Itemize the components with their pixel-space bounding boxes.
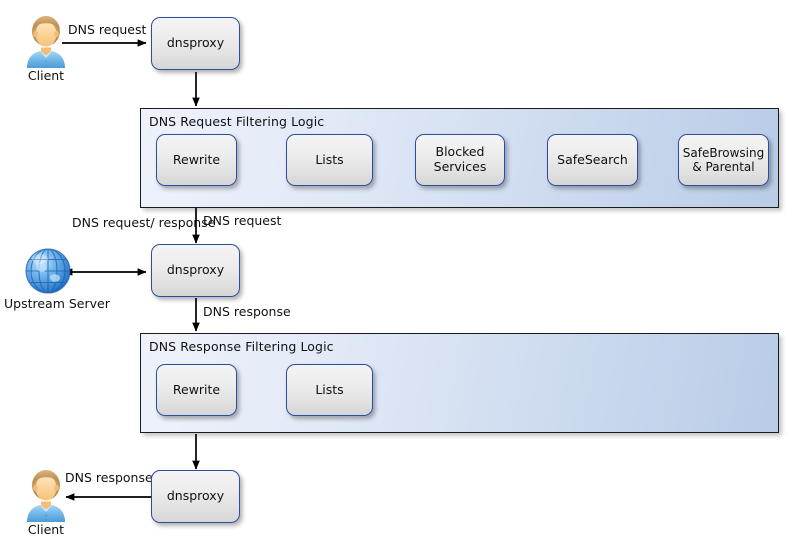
upstream-exchange-line-3: response bbox=[158, 215, 216, 230]
stage-blocked-services[interactable]: Blocked Services bbox=[415, 134, 505, 186]
stage-lists-request[interactable]: Lists bbox=[286, 134, 373, 186]
upstream-exchange-line-2: request/ bbox=[102, 215, 155, 230]
edge-label-proxy-to-request-group: DNS request bbox=[203, 213, 282, 228]
dnsproxy-middle-label: dnsproxy bbox=[166, 262, 225, 278]
dns-request-filtering-title: DNS Request Filtering Logic bbox=[149, 114, 325, 129]
stage-safebrowsing-label-2: & Parental bbox=[692, 160, 755, 174]
stage-lists-request-label: Lists bbox=[315, 151, 344, 167]
edge-label-upstream-exchange: DNS request/ response bbox=[72, 215, 215, 231]
client-bottom-label-text: Client bbox=[27, 522, 65, 537]
stage-safebrowsing-parental[interactable]: SafeBrowsing & Parental bbox=[678, 134, 769, 186]
client-top-label-text: Client bbox=[27, 68, 65, 83]
dnsproxy-top-label: dnsproxy bbox=[166, 35, 225, 51]
edge-label-client-to-proxy: DNS request bbox=[68, 22, 147, 37]
stage-lists-response[interactable]: Lists bbox=[286, 364, 373, 416]
stage-safesearch-label: SafeSearch bbox=[557, 151, 628, 167]
client-top-label: Client bbox=[6, 68, 86, 84]
dnsproxy-top[interactable]: dnsproxy bbox=[151, 17, 240, 70]
client-bottom-avatar bbox=[20, 468, 72, 522]
upstream-server-globe bbox=[22, 245, 74, 297]
edge-label-proxy-to-response-group: DNS response bbox=[203, 304, 291, 319]
edge-label-proxy-to-client: DNS response bbox=[65, 470, 153, 485]
dnsproxy-bottom[interactable]: dnsproxy bbox=[151, 470, 240, 523]
dns-response-filtering-group: DNS Response Filtering Logic bbox=[140, 333, 779, 433]
client-bottom-label: Client bbox=[6, 522, 86, 538]
upstream-server-label: Upstream Server bbox=[4, 296, 110, 312]
dnsproxy-middle[interactable]: dnsproxy bbox=[151, 244, 240, 297]
globe-icon bbox=[25, 248, 71, 294]
user-avatar-icon bbox=[27, 16, 65, 68]
stage-rewrite-request-label: Rewrite bbox=[172, 151, 221, 167]
stage-safesearch[interactable]: SafeSearch bbox=[547, 134, 638, 186]
stage-lists-response-label: Lists bbox=[315, 381, 344, 397]
dnsproxy-bottom-label: dnsproxy bbox=[166, 488, 225, 504]
stage-rewrite-response[interactable]: Rewrite bbox=[156, 364, 237, 416]
upstream-exchange-line-1: DNS bbox=[72, 215, 99, 230]
stage-rewrite-request[interactable]: Rewrite bbox=[156, 134, 237, 186]
dns-response-filtering-title: DNS Response Filtering Logic bbox=[149, 339, 334, 354]
upstream-server-label-1: Upstream bbox=[4, 296, 65, 311]
upstream-server-label-2: Server bbox=[68, 296, 110, 311]
client-top-avatar bbox=[20, 14, 72, 68]
stage-rewrite-response-label: Rewrite bbox=[172, 381, 221, 397]
user-avatar-icon bbox=[27, 470, 65, 522]
stage-blocked-services-label-2: Services bbox=[433, 159, 487, 174]
stage-safebrowsing-label-1: SafeBrowsing bbox=[682, 145, 765, 160]
stage-blocked-services-label-1: Blocked bbox=[435, 144, 485, 160]
